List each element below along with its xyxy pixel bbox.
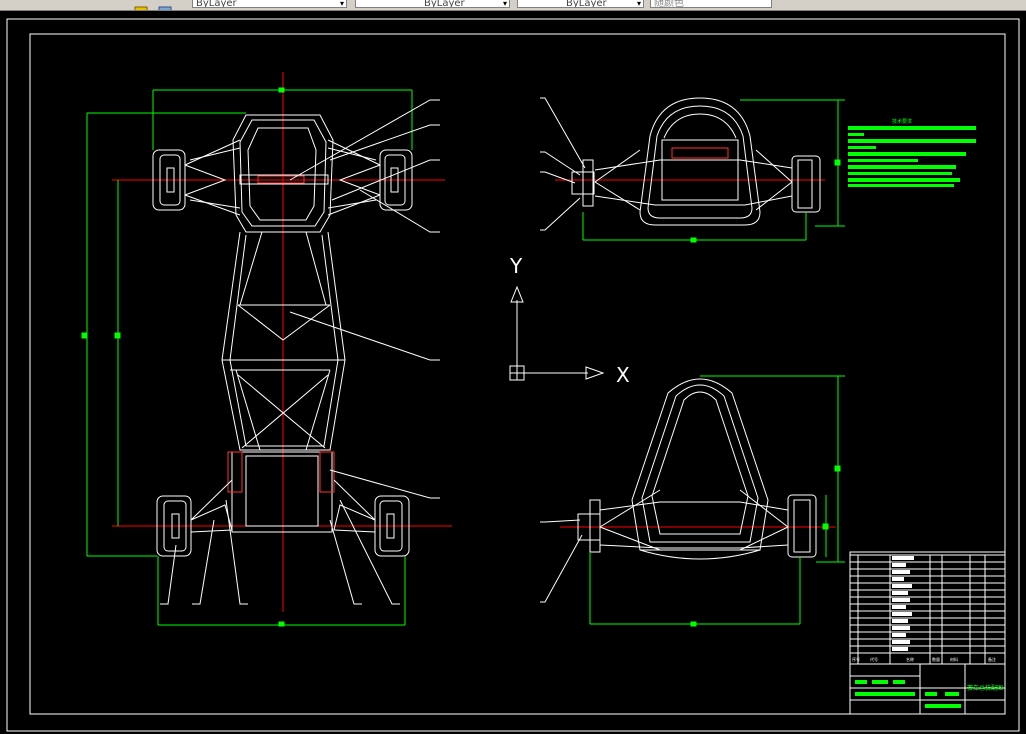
color-control-value: ByLayer: [196, 0, 237, 8]
front-view[interactable]: [540, 97, 845, 243]
part-leaders: [160, 99, 440, 605]
plotstyle-control-dropdown[interactable]: 随颜色: [650, 0, 772, 8]
technical-notes-title: 技术要求: [892, 118, 912, 125]
front-frame: [184, 114, 381, 233]
header-material: 材料: [950, 656, 958, 662]
ucs-icon: [509, 285, 605, 381]
drawing-canvas[interactable]: Y X 技术要求: [0, 11, 1026, 734]
lineweight-control-dropdown[interactable]: ByLayer ▾: [517, 0, 644, 8]
mid-chassis: [221, 231, 346, 451]
header-remark: 备注: [988, 656, 996, 662]
rear-view[interactable]: [540, 375, 845, 627]
title-block-headers: 序号 代号 名称 数量 材料 备注: [852, 656, 996, 662]
chevron-down-icon[interactable]: ▾: [339, 0, 344, 8]
ucs-y-label: Y: [509, 254, 523, 278]
properties-toolbar: ByLayer ▾ ByLayer ▾ ByLayer ▾ 随颜色: [0, 0, 1026, 11]
header-name: 名称: [906, 656, 914, 662]
title-block: [849, 551, 1006, 715]
match-properties-icon[interactable]: [134, 0, 148, 10]
plotstyle-control-value: 随颜色: [654, 0, 684, 8]
ucs-x-label: X: [616, 363, 630, 387]
color-control-dropdown[interactable]: ByLayer ▾: [192, 0, 347, 8]
rear-frame: [190, 451, 376, 533]
technical-notes: 技术要求: [848, 118, 976, 187]
front-left-wheel: [152, 149, 186, 211]
header-qty: 数量: [932, 656, 940, 662]
top-view[interactable]: [81, 72, 452, 627]
linetype-control-value: ByLayer: [424, 0, 465, 8]
layer-state-icon[interactable]: [158, 0, 172, 10]
chevron-down-icon[interactable]: ▾: [502, 0, 507, 8]
header-seq: 序号: [852, 656, 860, 662]
header-code: 代号: [870, 656, 878, 662]
lineweight-control-value: ByLayer: [566, 0, 607, 8]
dimension-lines: [81, 87, 413, 627]
sheet-border: [6, 18, 1020, 732]
drawing-title: 赛车总装配图: [967, 684, 1003, 692]
linetype-control-dropdown[interactable]: ByLayer ▾: [355, 0, 510, 8]
rear-right-wheel: [374, 495, 410, 557]
chevron-down-icon[interactable]: ▾: [636, 0, 641, 8]
